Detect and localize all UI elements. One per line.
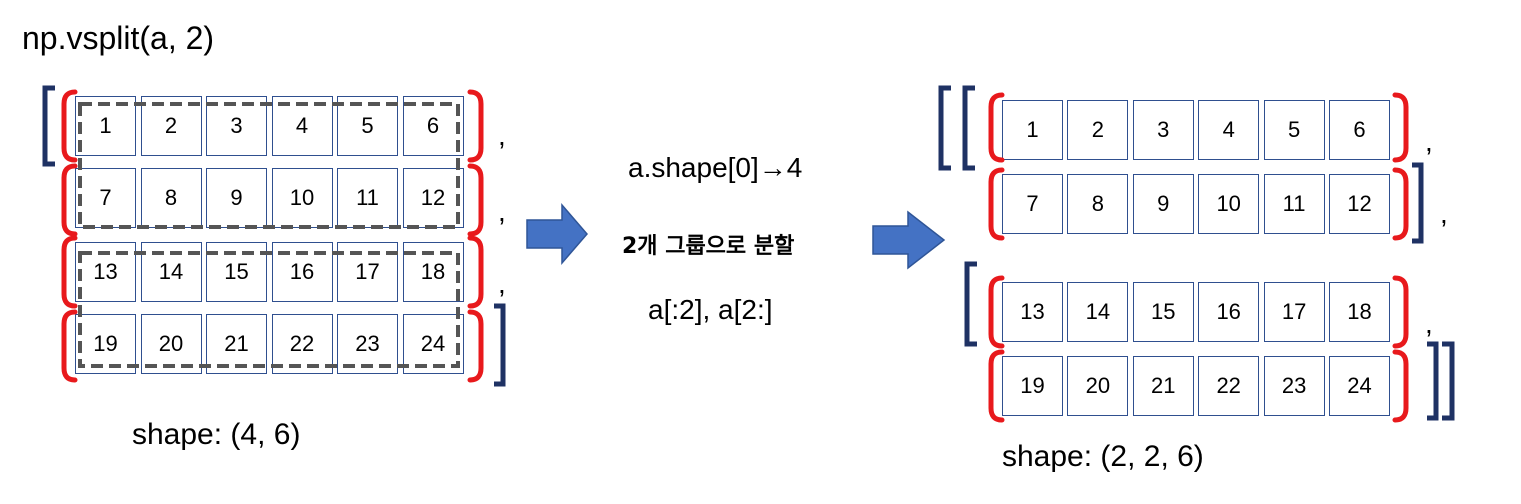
array-cell: 15 — [1132, 282, 1194, 342]
array-cell: 8 — [140, 168, 202, 228]
array-cell: 21 — [1132, 356, 1194, 416]
array-cell: 22 — [1198, 356, 1260, 416]
array-cell: 18 — [1329, 282, 1390, 342]
array-cell: 8 — [1067, 174, 1129, 234]
array-cell: 13 — [75, 242, 136, 302]
row-bracket-open — [988, 275, 1005, 349]
slice-note: a[:2], a[2:] — [648, 294, 773, 325]
array-cell: 11 — [1263, 174, 1325, 234]
arrow-icon — [526, 202, 588, 266]
array-cell: 23 — [1263, 356, 1325, 416]
row-bracket-open — [61, 163, 78, 237]
outer-bracket-open — [42, 85, 55, 167]
comma: , — [1425, 126, 1433, 157]
row-bracket-open — [988, 92, 1005, 163]
array-cell: 2 — [140, 96, 202, 156]
array-cell: 3 — [1132, 100, 1194, 160]
row-bracket-open — [61, 235, 78, 309]
array-cell: 4 — [1198, 100, 1260, 160]
array-cell: 19 — [1002, 356, 1063, 416]
array-cell: 9 — [1132, 174, 1194, 234]
array-cell: 9 — [206, 168, 267, 228]
array-cell: 21 — [206, 314, 267, 374]
array-cell: 22 — [271, 314, 333, 374]
array-cell: 12 — [1329, 174, 1390, 234]
array-cell: 24 — [1329, 356, 1390, 416]
array-cell: 5 — [337, 96, 398, 156]
outer-bracket-open — [938, 85, 951, 171]
array-cell: 23 — [337, 314, 398, 374]
array-cell: 7 — [75, 168, 136, 228]
row-bracket-close — [467, 163, 484, 237]
array-cell: 6 — [402, 96, 464, 156]
array-cell: 7 — [1002, 174, 1063, 234]
array-cell: 14 — [140, 242, 202, 302]
array-cell: 1 — [75, 96, 136, 156]
row-bracket-close — [1392, 349, 1409, 423]
array-cell: 16 — [271, 242, 333, 302]
split-note: 2개 그룹으로 분할 — [622, 234, 795, 259]
array-cell: 4 — [271, 96, 333, 156]
split-group-outline — [78, 251, 460, 368]
array-cell: 10 — [271, 168, 333, 228]
array-cell: 3 — [206, 96, 267, 156]
group-bracket-close — [1412, 162, 1424, 244]
diagram-title: np.vsplit(a, 2) — [22, 20, 215, 56]
array-cell: 18 — [402, 242, 464, 302]
outer-bracket-close — [494, 303, 506, 387]
row-bracket-open — [988, 349, 1005, 423]
array-cell: 12 — [402, 168, 464, 228]
array-cell: 24 — [402, 314, 464, 374]
array-cell: 5 — [1263, 100, 1325, 160]
comma: , — [1440, 198, 1448, 229]
array-cell: 1 — [1002, 100, 1063, 160]
group-bracket-open — [962, 85, 975, 171]
array-cell: 15 — [206, 242, 267, 302]
array-cell: 2 — [1067, 100, 1129, 160]
array-cell: 17 — [1263, 282, 1325, 342]
array-cell: 16 — [1198, 282, 1260, 342]
comma: , — [498, 120, 506, 151]
shape-note: a.shape[0]→4 — [628, 152, 803, 183]
array-cell: 20 — [140, 314, 202, 374]
split-group-outline — [78, 102, 460, 229]
array-cell: 19 — [75, 314, 136, 374]
left-shape-label: shape: (4, 6) — [132, 418, 301, 451]
array-cell: 20 — [1067, 356, 1129, 416]
row-bracket-close — [467, 235, 484, 309]
row-bracket-open — [61, 309, 78, 383]
row-bracket-close — [1392, 92, 1409, 163]
array-cell: 10 — [1198, 174, 1260, 234]
arrow-icon — [872, 210, 946, 270]
row-bracket-open — [988, 167, 1005, 241]
group-bracket-open — [964, 261, 977, 347]
comma: , — [498, 196, 506, 227]
row-bracket-close — [467, 89, 484, 163]
row-bracket-close — [467, 309, 484, 383]
array-cell: 13 — [1002, 282, 1063, 342]
comma: , — [498, 268, 506, 299]
row-bracket-open — [61, 89, 78, 163]
array-cell: 14 — [1067, 282, 1129, 342]
group-bracket-close — [1427, 341, 1439, 421]
comma: , — [1425, 308, 1433, 339]
array-cell: 6 — [1329, 100, 1390, 160]
array-cell: 17 — [337, 242, 398, 302]
right-shape-label: shape: (2, 2, 6) — [1002, 440, 1204, 473]
row-bracket-close — [1392, 167, 1409, 241]
row-bracket-close — [1392, 275, 1409, 349]
array-cell: 11 — [337, 168, 398, 228]
outer-bracket-close — [1442, 341, 1455, 421]
